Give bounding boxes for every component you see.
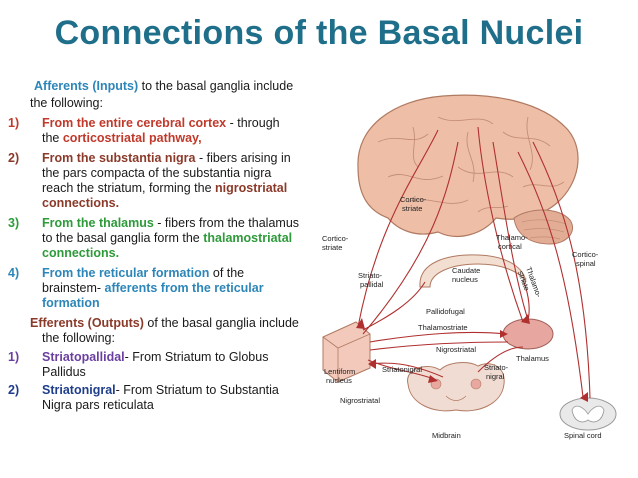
efferent-2-line1: Striatonigral- From Striatum to Substant… (42, 383, 279, 398)
efferents-intro-text: of the basal ganglia include (143, 316, 299, 330)
afferent-1-line2a: the (42, 131, 63, 145)
label-cortico-striate-top-1: Cortico- (400, 195, 427, 204)
afferent-2-line3: reach the striatum, forming the nigrostr… (42, 181, 287, 196)
label-thalamostriate: Thalamostriate (418, 323, 468, 332)
label-striato-nigral-2: nigral (486, 372, 505, 381)
afferent-1-rest: - through (226, 116, 280, 130)
brain-illustration (357, 94, 579, 237)
label-lentiform-2: nucleus (326, 376, 352, 385)
label-cortico-striate-left-2: striate (322, 243, 342, 252)
afferent-2-number: 2) (8, 151, 20, 165)
afferent-4-rest: of the (209, 266, 245, 280)
slide-title: Connections of the Basal Nuclei (54, 14, 584, 52)
efferent-2-number: 2) (8, 383, 20, 397)
afferent-4-line2a: brainstem- (42, 281, 105, 295)
afferent-3-rest: - fibers from the thalamus (153, 216, 300, 230)
label-striato-pallidal-2: pallidal (360, 280, 384, 289)
label-striatonigral: Striatonigral (382, 365, 422, 374)
afferent-4-line1: From the reticular formation of the (42, 266, 244, 281)
label-midbrain: Midbrain (432, 431, 461, 440)
reticular-afferents-text: afferents from the reticular (104, 281, 264, 295)
efferent-1-line2: Pallidus (42, 365, 86, 379)
brain-gyri (377, 116, 565, 213)
afferent-4-line3: formation (42, 296, 100, 310)
fiber-pathways (357, 126, 591, 399)
efferents-intro-line2: the following: (42, 331, 115, 345)
afferent-2-line4: connections. (42, 196, 120, 210)
afferent-4-number: 4) (8, 266, 20, 280)
afferents-heading: Afferents (Inputs) (34, 79, 139, 93)
afferent-2-line3a: reach the striatum, forming the (42, 181, 215, 195)
efferent-2-line2: Nigra pars reticulata (42, 398, 154, 412)
label-cortico-spinal-1: Cortico- (572, 250, 599, 259)
lentiform-nucleus-shape (322, 321, 371, 383)
basal-nuclei-connections-diagram: Cortico- striate Cortico- striate Thalam… (318, 72, 634, 444)
label-caudate-1: Caudate (452, 266, 480, 275)
label-thalamus: Thalamus (516, 354, 549, 363)
arrowheads (356, 314, 588, 402)
label-cortico-spinal-2: spinal (576, 259, 596, 268)
diagram-svg: Cortico- striate Cortico- striate Thalam… (322, 94, 617, 440)
label-pallidofugal: Pallidofugal (426, 307, 465, 316)
label-thalamo-cortical-1: Thalamo- (496, 233, 528, 242)
efferent-1-line1: Striatopallidal- From Striatum to Globus (42, 350, 268, 365)
label-striato-pallidal-1: Striato- (358, 271, 383, 280)
afferent-3-line2a: to the basal ganglia form the (42, 231, 204, 245)
efferent-1-number: 1) (8, 350, 20, 364)
afferents-intro-text: to the basal ganglia include (138, 79, 294, 93)
label-nigrostriatal-mid: Nigrostriatal (436, 345, 476, 354)
thalamostriatal-text: thalamostriatal (203, 231, 293, 245)
label-thalamo-cortical-2: cortical (498, 242, 522, 251)
afferent-2-rest: - fibers arising in (195, 151, 291, 165)
efferent-2-rest: - From Striatum to Substantia (115, 383, 279, 397)
afferent-2-line2: the pars compacta of the substantia nigr… (42, 166, 272, 180)
afferent-1-head: From the entire cerebral cortex (42, 116, 227, 130)
corticostriatal-pathway-text: corticostriatal pathway, (62, 131, 202, 145)
afferent-4-head: From the reticular formation (42, 266, 210, 280)
afferent-2-head: From the substantia nigra (42, 151, 196, 165)
afferent-3-head: From the thalamus (42, 216, 154, 230)
afferent-3-line2: to the basal ganglia form the thalamostr… (42, 231, 292, 246)
afferent-3-line1: From the thalamus - fibers from the thal… (42, 216, 299, 231)
nigrostriatal-text: nigrostriatal (215, 181, 288, 195)
afferent-1-line2: the corticostriatal pathway, (42, 131, 202, 146)
striatopallidal-text: Striatopallidal (42, 350, 125, 364)
afferents-intro-line2: the following: (30, 96, 103, 110)
label-cortico-striate-top-2: striate (402, 204, 422, 213)
label-spinal-cord: Spinal cord (564, 431, 602, 440)
cerebellum-illustration (513, 209, 573, 245)
afferent-2-line1: From the substantia nigra - fibers arisi… (42, 151, 291, 166)
label-caudate-2: nucleus (452, 275, 478, 284)
label-striato-nigral-1: Striato- (484, 363, 509, 372)
afferent-1-line1: From the entire cerebral cortex - throug… (42, 116, 280, 131)
afferent-3-line3: connections. (42, 246, 120, 260)
efferents-intro: Efferents (Outputs) of the basal ganglia… (30, 316, 299, 331)
midbrain-shape (407, 362, 505, 412)
afferent-3-number: 3) (8, 216, 20, 230)
caudate-nucleus-shape (419, 254, 527, 288)
label-cortico-striate-left-1: Cortico- (322, 234, 349, 243)
label-nigrostriatal-low: Nigrostriatal (340, 396, 380, 405)
striatonigral-text: Striatonigral (42, 383, 116, 397)
efferents-heading: Efferents (Outputs) (30, 316, 144, 330)
afferent-1-number: 1) (8, 116, 20, 130)
afferent-4-line2: brainstem- afferents from the reticular (42, 281, 264, 296)
efferent-1-rest: - From Striatum to Globus (124, 350, 269, 364)
label-lentiform-1: Lentiform (324, 367, 355, 376)
afferents-intro: Afferents (Inputs) to the basal ganglia … (34, 79, 293, 94)
